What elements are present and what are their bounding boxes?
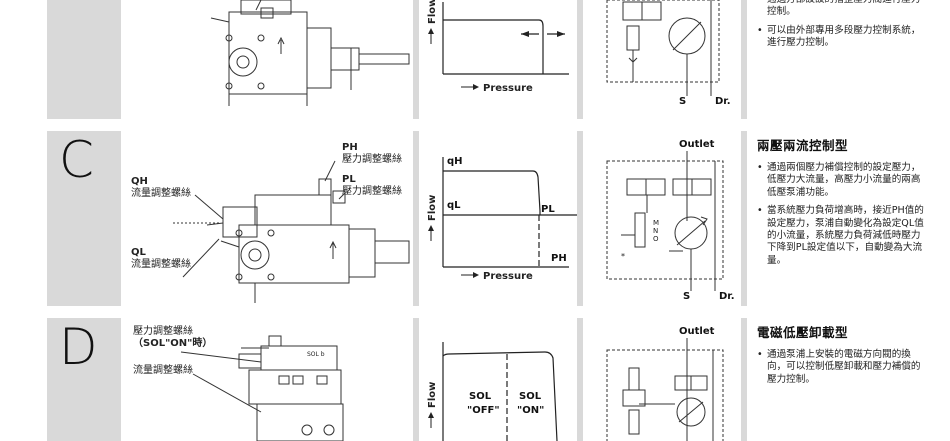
flow-screw-label: 流量調整螺絲 xyxy=(133,365,193,376)
row-d-circuit-cell: Outlet xyxy=(583,318,741,441)
ph-chart-label: PH xyxy=(551,253,567,264)
row-b-desc-cell: 通過方部設設的指整壓力閥進行壓力控制。 可以由外部專用多段壓力控制系統，進行壓力… xyxy=(747,0,942,119)
x-axis-label: Pressure xyxy=(483,271,533,282)
desc-item: 通過泵浦上安裝的電磁方向閥的換向，可以控制低壓卸載和壓力補償的壓力控制。 xyxy=(757,349,927,386)
hydraulic-circuit-c: Outlet * M N O S xyxy=(606,139,735,302)
y-axis-label: Flow xyxy=(427,195,438,221)
hydraulic-circuit-b: S Dr. xyxy=(606,0,731,107)
row-d-pump-cell: 壓力調整螺絲（SOL"ON"時） 流量調整螺絲 SOL b xyxy=(121,318,413,441)
sol-label-off: SOL xyxy=(469,391,492,402)
row-c-circuit-cell: Outlet * M N O S xyxy=(583,131,741,306)
pump-drawing-c xyxy=(173,160,410,303)
hydraulic-circuit-d: Outlet xyxy=(606,326,724,441)
drain-port-label: Dr. xyxy=(719,291,735,302)
y-axis-label: Flow xyxy=(427,382,438,408)
row-d-desc-cell: 電磁低壓卸載型 通過泵浦上安裝的電磁方向閥的換向，可以控制低壓卸載和壓力補償的壓… xyxy=(747,318,942,441)
port-o-label: O xyxy=(653,235,659,243)
desc-item: 通過方部設設的指整壓力閥進行壓力控制。 xyxy=(757,0,927,19)
pl-chart-label: PL xyxy=(541,204,555,215)
section-title: 兩壓兩流控制型 xyxy=(757,138,849,153)
row-b-pump-cell xyxy=(121,0,413,119)
row-letter: C xyxy=(59,131,94,189)
desc-item: 當系統壓力負荷增高時，接近PH值的設定壓力，泵浦自動變化為設定QL值的小流量，系… xyxy=(757,205,927,267)
off-label: "OFF" xyxy=(467,405,500,416)
row-d: D 壓力調整螺絲（SOL"ON"時） 流量調整螺絲 xyxy=(47,318,942,441)
suction-port-label: S xyxy=(683,291,690,302)
pump-drawing-b xyxy=(210,0,410,106)
pressure-screw-label: 壓力調整螺絲（SOL"ON"時） xyxy=(133,326,213,349)
row-b-chart-cell: Flow Pressure xyxy=(419,0,577,119)
y-axis-label: Flow xyxy=(427,0,438,24)
suction-port-label: S xyxy=(679,96,686,107)
desc-item: 通過兩個壓力補償控制的設定壓力，低壓力大流量，高壓力小流量的兩高低壓泵浦功能。 xyxy=(757,162,927,199)
flow-pressure-chart-d: Flow SOL "OFF" SOL "ON" xyxy=(427,342,558,441)
row-c-chart-cell: Flow qH qL PL PH Pressure xyxy=(419,131,577,306)
row-b: Flow Pressure xyxy=(47,0,942,119)
x-axis-label: Pressure xyxy=(483,83,533,94)
sol-b-mark: SOL b xyxy=(307,351,325,358)
row-c-desc-cell: 兩壓兩流控制型 通過兩個壓力補償控制的設定壓力，低壓力大流量，高壓力小流量的兩高… xyxy=(747,131,942,306)
row-d-chart-cell: Flow SOL "OFF" SOL "ON" xyxy=(419,318,577,441)
outlet-label: Outlet xyxy=(679,326,715,337)
flow-pressure-chart-b: Flow Pressure xyxy=(427,0,569,94)
section-title: 電磁低壓卸載型 xyxy=(757,325,849,340)
port-n-label: N xyxy=(653,227,658,235)
row-letter: D xyxy=(59,318,98,376)
ql-chart-label: qL xyxy=(447,200,461,211)
sol-label-on: SOL xyxy=(519,391,542,402)
desc-item: 可以由外部專用多段壓力控制系統，進行壓力控制。 xyxy=(757,25,927,50)
flow-pressure-chart-c: Flow qH qL PL PH Pressure xyxy=(427,156,577,282)
outlet-label: Outlet xyxy=(679,139,715,150)
drain-port-label: Dr. xyxy=(715,96,731,107)
qh-chart-label: qH xyxy=(447,156,463,167)
on-label: "ON" xyxy=(517,405,544,416)
port-m-label: M xyxy=(653,219,659,227)
pump-drawing-d: SOL b xyxy=(180,335,344,441)
row-b-circuit-cell: S Dr. xyxy=(583,0,741,119)
asterisk-mark: * xyxy=(621,252,625,261)
